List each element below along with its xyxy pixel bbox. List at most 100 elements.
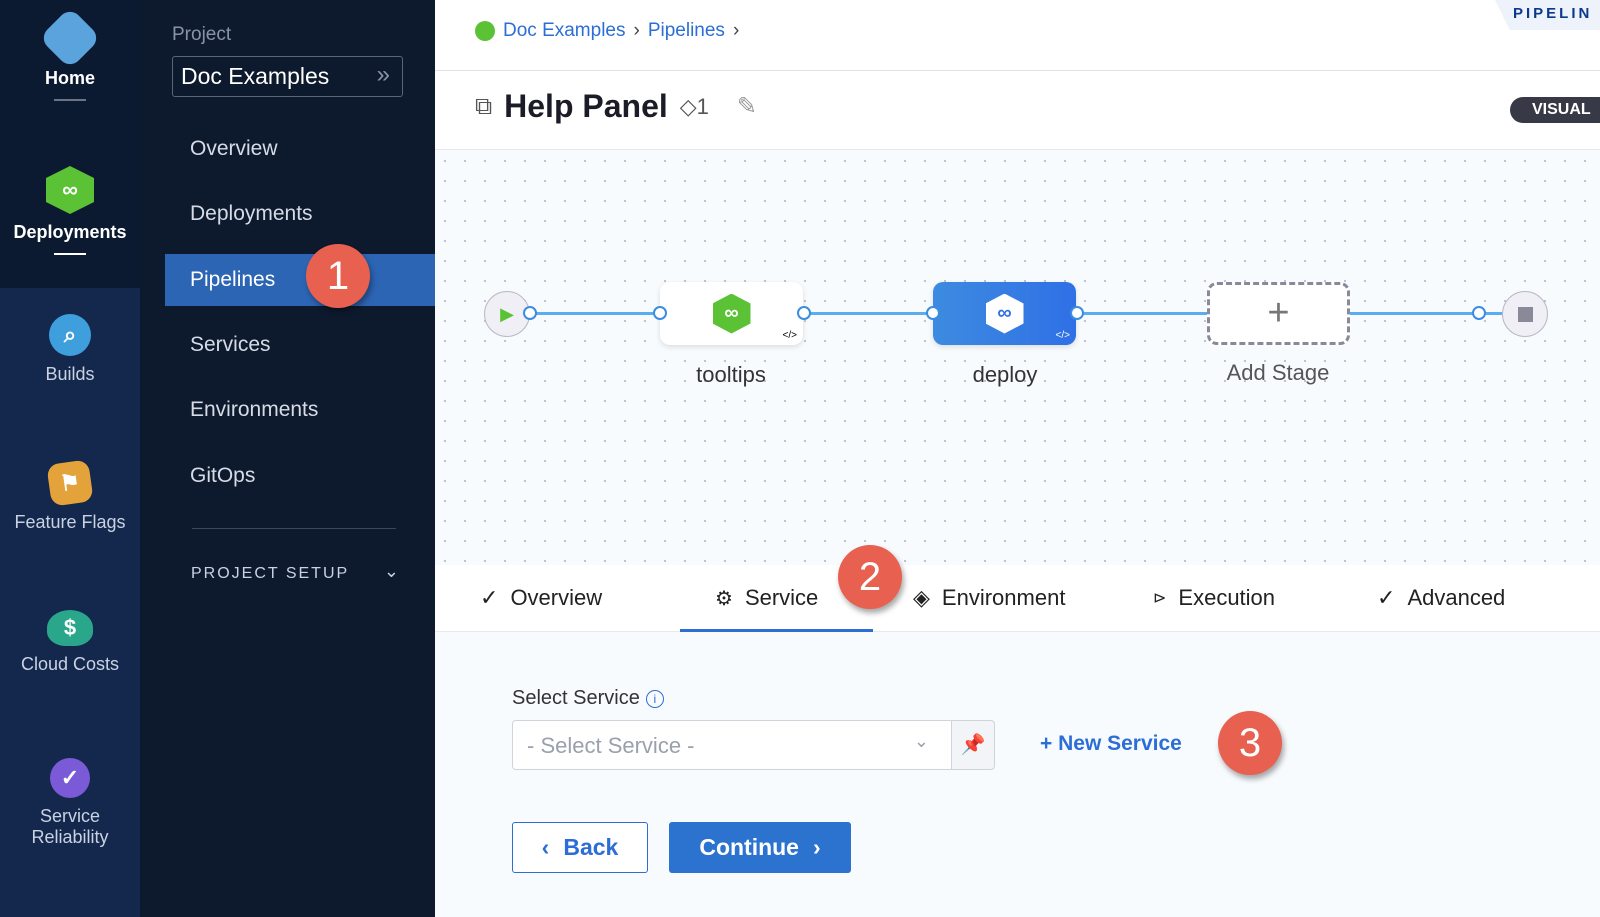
deployments-icon: ∞ xyxy=(46,166,94,214)
callout-badge-1: 1 xyxy=(306,244,370,308)
breadcrumb-link-pipelines[interactable]: Pipelines xyxy=(647,20,725,41)
project-setup-toggle[interactable]: PROJECT SETUP ⌄ xyxy=(191,561,401,583)
visual-toggle[interactable]: VISUAL xyxy=(1510,97,1600,123)
nav-item-deployments[interactable]: Deployments xyxy=(190,202,313,225)
tab-label: Service xyxy=(744,585,819,610)
stage-label: tooltips xyxy=(696,362,766,387)
code-icon: </> xyxy=(782,330,797,341)
back-button[interactable]: ‹ Back xyxy=(512,822,648,873)
tab-execution[interactable]: ⊳ Execution xyxy=(1153,585,1275,611)
project-label: Project xyxy=(172,24,232,45)
play-icon: ▶ xyxy=(500,303,514,324)
tab-label: Environment xyxy=(941,585,1066,610)
environment-icon: ◈ xyxy=(913,585,930,610)
project-nav: Project Doc Examples » Overview Deploymen… xyxy=(140,0,435,917)
plus-icon: + xyxy=(1267,292,1290,334)
tab-service[interactable]: ⚙ Service xyxy=(715,585,818,611)
new-service-button[interactable]: + New Service xyxy=(1040,732,1182,755)
double-chevron-icon: » xyxy=(376,61,390,88)
active-indicator xyxy=(54,253,86,255)
tab-overview[interactable]: ✓ Overview xyxy=(480,585,602,611)
stage-node-deploy[interactable]: ∞</> xyxy=(933,282,1076,345)
chevron-right-icon: › xyxy=(812,834,821,860)
stop-icon xyxy=(1517,306,1533,322)
stage-label: deploy xyxy=(972,362,1038,387)
code-icon: </> xyxy=(1055,330,1070,341)
rail-lower-bg xyxy=(0,288,140,917)
chevron-down-icon: ⌄ xyxy=(913,731,929,751)
callout-badge-3: 3 xyxy=(1218,711,1282,775)
cloud-costs-icon: $ xyxy=(47,610,93,646)
tag-icon[interactable]: ◇1 xyxy=(679,93,709,119)
divider xyxy=(54,99,86,101)
add-stage-label: Add Stage xyxy=(1226,360,1330,385)
divider xyxy=(435,70,1600,71)
tag-count: 1 xyxy=(696,93,709,119)
tab-environment[interactable]: ◈ Environment xyxy=(913,585,1065,611)
page-header: Doc Examples› Pipelines› PIPELIN ⧉ Help … xyxy=(435,0,1600,150)
select-service-label: Select Service i xyxy=(512,687,664,710)
rail-label: Cloud Costs xyxy=(20,654,120,674)
rail-item-service-reliability[interactable]: ✓ Service Reliability xyxy=(0,758,140,848)
project-setup-label: PROJECT SETUP xyxy=(191,565,350,582)
rail-label: Feature Flags xyxy=(14,512,126,532)
add-stage-button[interactable]: + xyxy=(1207,282,1350,345)
rail-item-deployments[interactable]: ∞ Deployments xyxy=(0,166,140,255)
execution-icon: ⊳ xyxy=(1153,590,1167,607)
breadcrumb: Doc Examples› Pipelines› xyxy=(475,20,739,42)
pipeline-start: ▶ xyxy=(484,291,530,337)
rail-label: Home xyxy=(44,68,95,88)
chevron-right-icon: › xyxy=(633,20,640,41)
rail-label: Deployments xyxy=(13,222,127,242)
rail-item-feature-flags[interactable]: ⚑ Feature Flags xyxy=(0,459,140,533)
tab-label: Execution xyxy=(1178,585,1276,610)
nav-item-overview[interactable]: Overview xyxy=(190,137,278,160)
home-icon xyxy=(38,6,102,70)
main-panel: Doc Examples› Pipelines› PIPELIN ⧉ Help … xyxy=(435,0,1600,917)
port xyxy=(523,306,537,320)
builds-icon: ⌕ xyxy=(49,314,91,356)
nav-item-pipelines[interactable]: Pipelines xyxy=(165,254,435,306)
check-icon: ✓ xyxy=(480,585,499,610)
pin-icon[interactable]: 📌 xyxy=(952,720,995,770)
nav-item-services[interactable]: Services xyxy=(190,333,271,356)
port xyxy=(926,306,940,320)
deployment-stage-icon: ∞ xyxy=(712,293,751,334)
gear-icon: ⚙ xyxy=(715,587,733,610)
feature-flags-icon: ⚑ xyxy=(46,459,94,507)
stage-node-tooltips[interactable]: ∞ </> xyxy=(660,282,803,345)
pipeline-canvas xyxy=(435,151,1600,565)
service-reliability-icon: ✓ xyxy=(50,758,90,798)
tab-advanced[interactable]: ✓Advanced xyxy=(1377,585,1505,611)
project-name: Doc Examples xyxy=(181,63,330,89)
continue-button[interactable]: Continue › xyxy=(669,822,851,873)
callout-badge-2: 2 xyxy=(838,545,902,609)
tab-label: Overview xyxy=(510,585,603,610)
rail-label: Builds xyxy=(45,364,95,384)
rail-item-builds[interactable]: ⌕ Builds xyxy=(0,314,140,385)
button-label: Back xyxy=(563,834,619,860)
rail-item-cloud-costs[interactable]: $ Cloud Costs xyxy=(0,610,140,675)
project-selector[interactable]: Doc Examples » xyxy=(172,56,403,97)
divider xyxy=(192,528,396,529)
info-icon[interactable]: i xyxy=(645,689,664,708)
project-icon xyxy=(475,21,495,41)
chevron-down-icon: ⌄ xyxy=(383,561,401,581)
label-text: Select Service xyxy=(512,687,640,709)
nav-item-gitops[interactable]: GitOps xyxy=(190,464,256,487)
port xyxy=(1472,306,1486,320)
placeholder: - Select Service - xyxy=(527,733,695,758)
rail-item-home[interactable]: Home xyxy=(0,6,140,101)
pipeline-studio-tab[interactable]: PIPELIN xyxy=(1495,0,1600,30)
pipeline-icon: ⧉ xyxy=(475,92,493,120)
active-tab-indicator xyxy=(680,629,873,632)
breadcrumb-link-project[interactable]: Doc Examples xyxy=(503,20,626,41)
chevron-left-icon: ‹ xyxy=(541,834,550,860)
button-label: Continue xyxy=(699,834,799,860)
tab-label: Advanced xyxy=(1407,585,1506,610)
module-rail: Home ∞ Deployments ⌕ Builds ⚑ Feature Fl… xyxy=(0,0,140,917)
nav-item-environments[interactable]: Environments xyxy=(190,398,319,421)
pipeline-end xyxy=(1502,291,1548,337)
edit-pencil-icon[interactable]: ✎ xyxy=(736,93,758,120)
select-service-dropdown[interactable]: - Select Service - ⌄ xyxy=(512,720,952,770)
